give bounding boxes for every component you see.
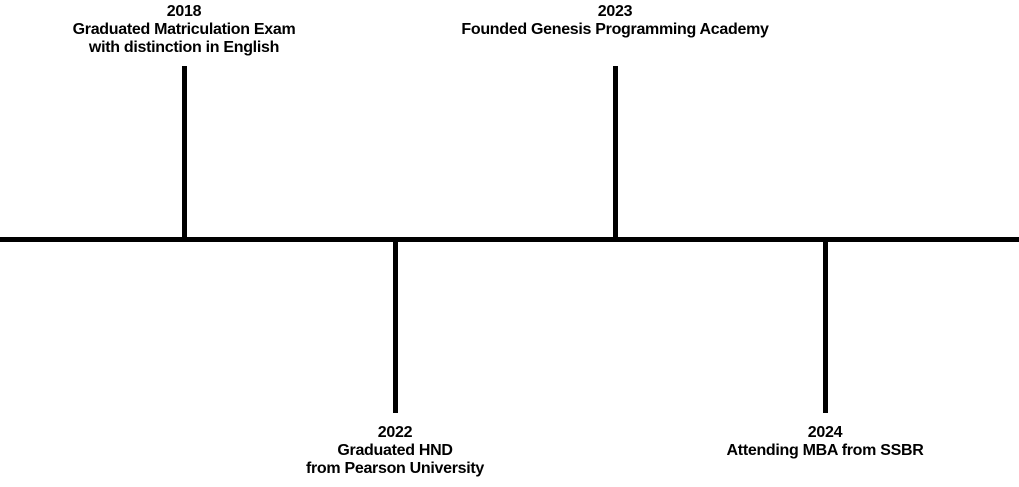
event-description-line: Graduated Matriculation Exam: [72, 21, 296, 38]
event-description-line: with distinction in English: [88, 39, 280, 56]
event-description-line: from Pearson University: [305, 460, 485, 477]
event-label-2018: 2018 Graduated Matriculation Exam with d…: [73, 3, 296, 57]
event-description-line: Graduated HND: [337, 442, 453, 459]
event-stem-2018: [182, 66, 187, 239]
event-label-2023: 2023 Founded Genesis Programming Academy: [461, 3, 769, 39]
event-stem-2022: [393, 240, 398, 413]
event-year: 2018: [166, 3, 202, 20]
event-description-line: Founded Genesis Programming Academy: [461, 21, 769, 38]
event-label-2024: 2024 Attending MBA from SSBR: [727, 424, 924, 460]
event-year: 2022: [377, 424, 413, 441]
timeline-axis: [0, 237, 1019, 242]
event-description-line: Attending MBA from SSBR: [726, 442, 924, 459]
event-year: 2024: [807, 424, 843, 441]
event-label-2022: 2022 Graduated HND from Pearson Universi…: [306, 424, 484, 478]
event-stem-2023: [613, 66, 618, 239]
event-stem-2024: [823, 240, 828, 413]
event-year: 2023: [597, 3, 633, 20]
